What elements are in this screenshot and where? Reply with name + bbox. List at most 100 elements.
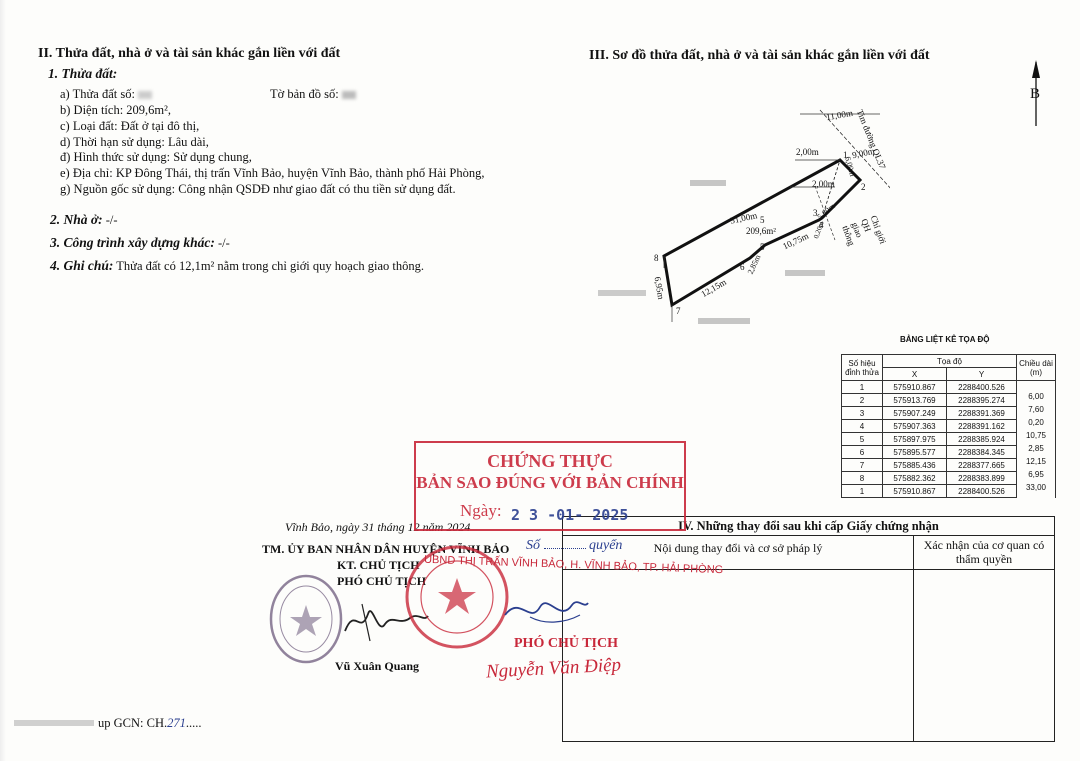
north-label: B	[1030, 86, 1041, 102]
parcel-number-label: 5	[760, 215, 765, 225]
section-4-title: IV. Những thay đổi sau khi cấp Giấy chứn…	[563, 517, 1054, 536]
coord-cell-length: 12,15	[1016, 452, 1056, 466]
coord-cell-x: 575907.249	[882, 406, 947, 420]
coord-cell-y: 2288400.526	[945, 484, 1018, 498]
parcel-number-line: a) Thửa đất số:	[60, 87, 153, 102]
coord-cell-y: 2288384.345	[945, 445, 1018, 459]
stamp-line-2: BẢN SAO ĐÚNG VỚI BẢN CHÍNH	[416, 473, 684, 492]
coord-cell-x: 575913.769	[882, 393, 947, 407]
parcel-number-label: a) Thửa đất số:	[60, 87, 139, 101]
redacted-mark	[341, 91, 356, 100]
coord-cell-p: 7	[841, 458, 883, 472]
redacted-footer-prefix	[14, 720, 94, 726]
coord-cell-x: 575910.867	[882, 484, 947, 498]
coord-cell-p: 5	[841, 432, 883, 446]
coord-table-title: BẢNG LIỆT KÊ TỌA ĐỘ	[900, 335, 990, 344]
book-number-prefix: Số	[526, 538, 540, 553]
coord-header-x: X	[882, 367, 947, 381]
stamp-date-value: 2 3 -01- 2025	[511, 506, 629, 524]
note-heading: 4. Ghi chú:	[50, 258, 114, 273]
dim-2m: 2,00m	[812, 179, 835, 189]
coord-cell-x: 575907.363	[882, 419, 947, 433]
point-3: 3	[813, 208, 818, 218]
coord-cell-length: 2,85	[1016, 439, 1056, 453]
changes-table: IV. Những thay đổi sau khi cấp Giấy chứn…	[562, 516, 1055, 742]
coord-cell-p: 4	[841, 419, 883, 433]
coord-cell-length: 0,20	[1016, 413, 1056, 427]
town-seal-icon	[405, 545, 509, 649]
coord-cell-y: 2288391.162	[945, 419, 1018, 433]
coord-cell-x: 575885.436	[882, 458, 947, 472]
redacted-mark	[138, 91, 153, 100]
coord-header-point: Số hiệu đỉnh thửa	[841, 354, 883, 381]
parcel-area-label: 209,6m²	[746, 226, 776, 236]
section-2-title: II. Thửa đất, nhà ở và tài sản khác gắn …	[38, 46, 341, 61]
note-line: 4. Ghi chú: Thửa đất có 12,1m² nằm trong…	[50, 258, 424, 274]
coord-cell-p: 3	[841, 406, 883, 420]
district-seal-icon	[269, 574, 343, 664]
point-7: 7	[676, 306, 681, 316]
usage-form-line: đ) Hình thức sử dụng: Sử dụng chung,	[60, 150, 252, 164]
signature-mark	[344, 603, 429, 642]
coord-cell-p: 1	[841, 380, 883, 394]
redacted-neighbor-label	[598, 290, 646, 296]
coord-cell-y: 2288391.369	[945, 406, 1018, 420]
point-4: 4	[819, 220, 824, 230]
coord-cell-x: 575882.362	[882, 471, 947, 485]
coord-header-coord: Tọa độ	[882, 354, 1017, 368]
changes-header-row	[563, 535, 1054, 570]
coord-cell-length: 6,95	[1016, 465, 1056, 479]
gcn-dots: .....	[185, 716, 202, 730]
coord-cell-y: 2288395.274	[945, 393, 1018, 407]
coord-header-y: Y	[945, 367, 1018, 381]
changes-col-confirm: Xác nhận của cơ quan có thẩm quyền	[923, 538, 1045, 566]
land-parcel-heading: 1. Thửa đất:	[48, 66, 118, 81]
house-heading: 2. Nhà ở:	[50, 212, 103, 227]
construction-value: -/-	[214, 236, 230, 250]
term-line: d) Thời hạn sử dụng: Lâu dài,	[60, 135, 209, 149]
coord-header-length: Chiều dài (m)	[1016, 354, 1056, 381]
point-1: 1	[843, 150, 848, 160]
coord-cell-length: 7,60	[1016, 400, 1056, 414]
book-quyen: quyển	[589, 538, 623, 553]
point-5: 5	[760, 242, 765, 252]
coord-cell-length: 10,75	[1016, 426, 1056, 440]
kt-chairman: KT. CHỦ TỊCH	[337, 558, 420, 572]
house-value: -/-	[102, 213, 118, 227]
dim-2m-top: 2,00m	[796, 147, 819, 157]
coord-cell-p: 8	[841, 471, 883, 485]
coord-cell-length: 6,00	[1016, 387, 1056, 401]
coord-cell-y: 2288383.899	[945, 471, 1018, 485]
north-arrow-icon	[1032, 60, 1040, 126]
area-line: b) Diện tích: 209,6m²,	[60, 103, 172, 117]
book-number: Số quyển	[526, 538, 622, 554]
coord-cell-x: 575895.577	[882, 445, 947, 459]
vice-chairman-title: PHÓ CHỦ TỊCH	[337, 574, 427, 588]
gcn-number: 271	[167, 716, 186, 730]
house-line: 2. Nhà ở: -/-	[50, 212, 118, 228]
gcn-label: up GCN: CH.	[98, 716, 168, 730]
address-line: e) Địa chỉ: KP Đông Thái, thị trấn Vĩnh …	[60, 166, 485, 180]
changes-col-content: Nội dung thay đổi và cơ sở pháp lý	[653, 541, 823, 555]
parcel-diagram	[662, 109, 890, 324]
stamp-line-1: CHỨNG THỰC	[487, 451, 613, 471]
column-divider	[913, 535, 914, 741]
point-2: 2	[861, 182, 866, 192]
section-3-title: III. Sơ đồ thửa đất, nhà ở và tài sản kh…	[589, 48, 930, 63]
coord-cell-y: 2288400.526	[945, 380, 1018, 394]
map-sheet-line: Tờ bản đồ số:	[270, 87, 356, 102]
coord-cell-x: 575910.867	[882, 380, 947, 394]
coord-cell-p: 1	[841, 484, 883, 498]
coord-cell-x: 575897.975	[882, 432, 947, 446]
map-sheet-label: Tờ bản đồ số:	[270, 87, 342, 101]
gcn-number-line: up GCN: CH.271.....	[98, 716, 201, 731]
stamp-date-label: Ngày:	[460, 501, 502, 520]
coord-cell-length: 33,00	[1016, 478, 1056, 492]
